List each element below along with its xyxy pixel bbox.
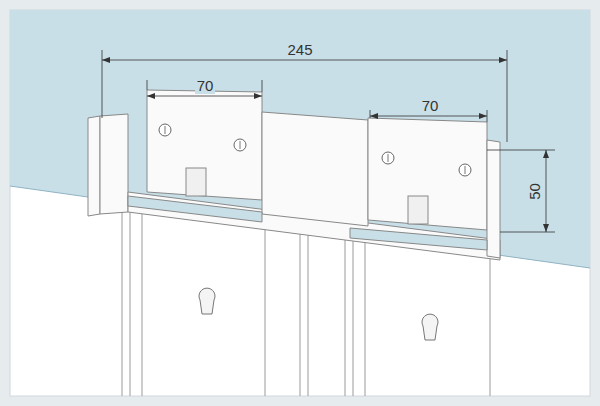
dimension-label: 50 bbox=[526, 181, 543, 202]
dimension-label: 70 bbox=[195, 77, 216, 94]
dimension-label: 245 bbox=[285, 41, 314, 58]
dimension-label: 70 bbox=[420, 97, 441, 114]
